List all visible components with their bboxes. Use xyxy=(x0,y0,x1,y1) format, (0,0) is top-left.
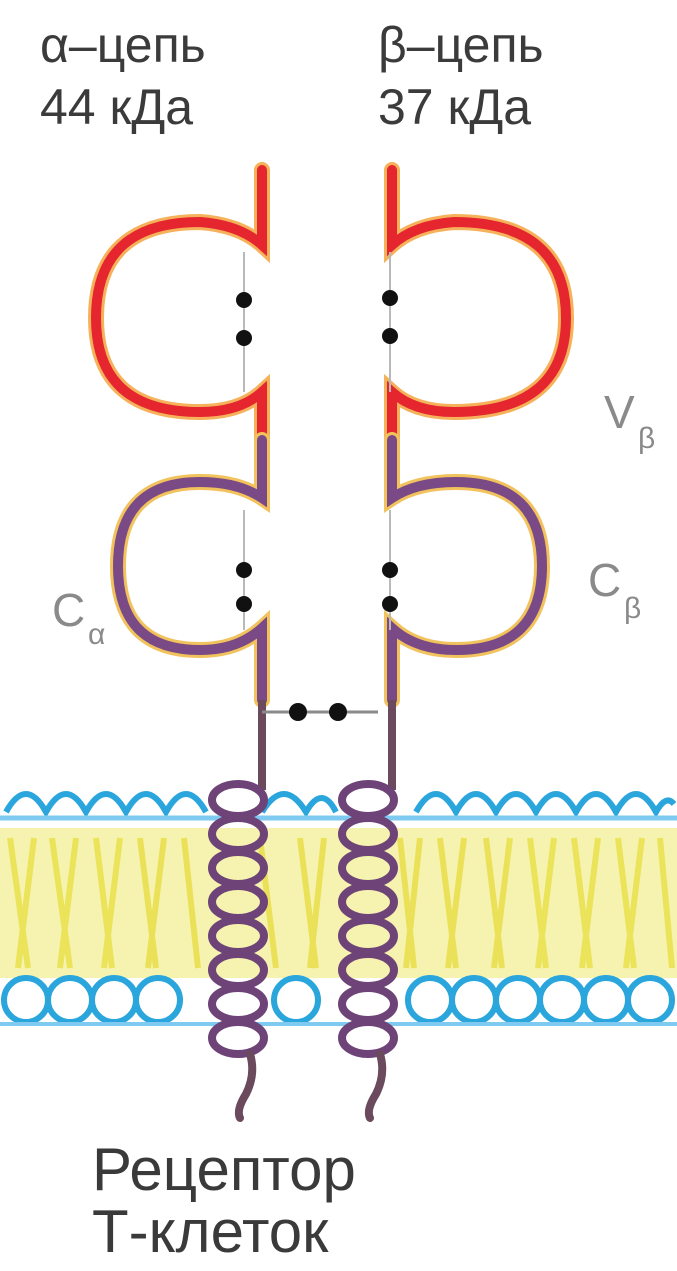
alpha-cytoplasmic-tail xyxy=(239,1054,252,1118)
disulfide-dot-icon xyxy=(236,292,252,308)
beta-cytoplasmic-tail xyxy=(369,1054,382,1118)
disulfide-dot-icon xyxy=(382,290,398,306)
lipid-bilayer xyxy=(0,794,677,1024)
disulfide-dot-icon xyxy=(236,330,252,346)
disulfide-dot-icon xyxy=(236,596,252,612)
disulfide-dot-icon xyxy=(236,562,252,578)
alpha-chain-label: α–цепь 44 кДа xyxy=(40,17,206,135)
beta-variable-domain xyxy=(392,170,566,440)
alpha-chain-mass: 44 кДа xyxy=(40,79,193,135)
c-alpha-letter: C xyxy=(52,584,85,636)
caption-line-1: Рецептор xyxy=(92,1136,356,1203)
beta-chain-mass: 37 кДа xyxy=(378,79,531,135)
disulfide-dot-icon xyxy=(382,328,398,344)
alpha-variable-domain xyxy=(96,170,262,440)
membrane-lower-heads xyxy=(4,978,672,1022)
v-beta-letter: V xyxy=(604,386,635,438)
c-beta-letter: C xyxy=(588,554,621,606)
caption-line-2: Т-клеток xyxy=(92,1198,329,1265)
caption: Рецептор Т-клеток xyxy=(92,1136,356,1265)
disulfide-dot-icon xyxy=(289,703,307,721)
c-beta-subscript: β xyxy=(624,592,641,625)
disulfide-dot-icon xyxy=(329,703,347,721)
alpha-chain-name: α–цепь xyxy=(40,17,206,73)
beta-chain-name: β–цепь xyxy=(378,17,544,73)
beta-chain-label: β–цепь 37 кДа xyxy=(378,17,544,135)
v-beta-subscript: β xyxy=(638,422,655,455)
c-alpha-subscript: α xyxy=(88,618,105,651)
c-alpha-label: C α xyxy=(52,584,105,651)
v-beta-label: V β xyxy=(604,386,655,455)
interchain-disulfide-bond xyxy=(262,703,378,721)
disulfide-dot-icon xyxy=(382,596,398,612)
disulfide-dot-icon xyxy=(382,562,398,578)
c-beta-label: C β xyxy=(588,554,641,625)
beta-constant-domain-line xyxy=(392,440,542,700)
